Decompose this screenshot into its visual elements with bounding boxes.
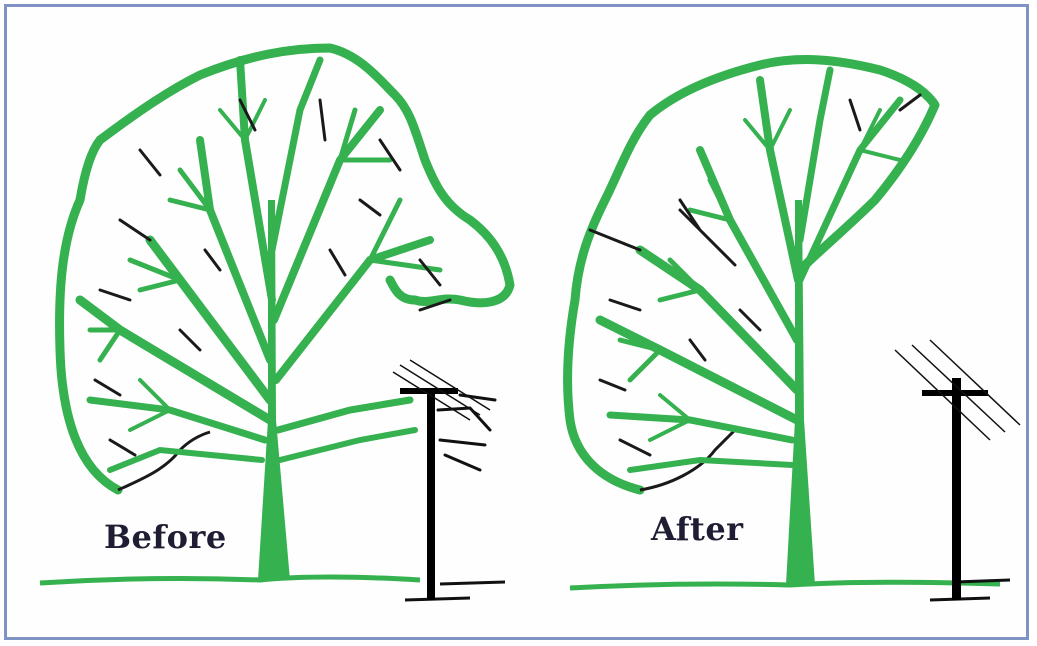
before-ground-pole [405,582,505,600]
before-ground [40,577,420,583]
before-utility-pole [393,360,495,600]
after-label: After [651,510,744,548]
before-label: Before [104,518,227,556]
after-branches [600,70,900,470]
before-crown-outline [60,48,510,490]
after-panel [568,60,1020,600]
after-ground [570,582,1000,588]
after-utility-pole [895,340,1020,600]
before-branches [80,60,440,470]
